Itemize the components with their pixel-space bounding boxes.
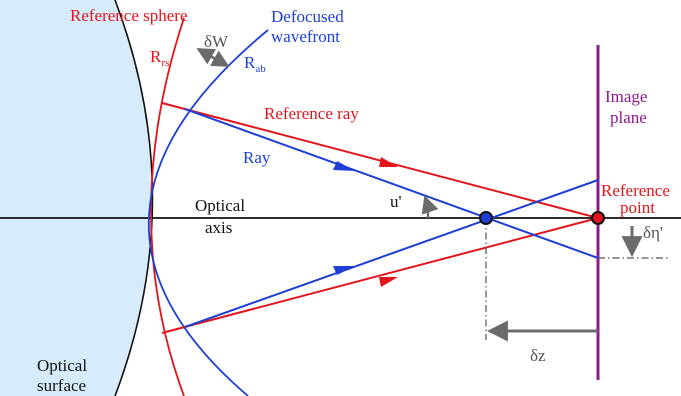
r-ab-subscript: ab	[255, 63, 266, 75]
wavefront-label: wavefront	[271, 27, 340, 46]
optical-surface-label-line1: Optical	[37, 356, 87, 375]
delta-z-label: δz	[530, 346, 546, 365]
ray-lower	[184, 179, 599, 328]
image-plane-label-line2: plane	[610, 108, 647, 127]
ray-upper	[184, 108, 599, 259]
optical-axis-label-line1: Optical	[195, 196, 245, 215]
delta-w-label: δW	[204, 32, 229, 51]
r-rs-subscript: rs	[161, 57, 169, 69]
u-prime-angle-arc	[421, 195, 439, 219]
optical-surface-label-line2: surface	[37, 376, 86, 395]
reference-ray-lower	[161, 217, 599, 334]
reference-ray-upper-arrow	[379, 157, 398, 167]
optical-surface-edge	[114, 0, 154, 396]
reference-point-marker	[591, 211, 605, 225]
r-rs-main: R	[150, 47, 162, 66]
reference-ray-lower-arrow	[379, 277, 398, 287]
optical-surface	[0, 0, 153, 396]
reference-point-label-line1: Reference	[601, 181, 670, 200]
ray-lower-arrow	[333, 266, 355, 275]
defocused-wavefront-arc	[147, 29, 269, 396]
defocused-focus-point	[479, 211, 493, 225]
defocused-label: Defocused	[271, 7, 344, 26]
reference-sphere-arc	[150, 17, 185, 396]
reference-point-label-line2: point	[620, 198, 655, 217]
image-plane-label-line1: Image	[605, 87, 647, 106]
ray-label: Ray	[243, 148, 271, 167]
reference-ray-label: Reference ray	[264, 104, 359, 123]
u-prime-label: u'	[390, 192, 402, 211]
r-ab-label: Rab	[244, 53, 266, 75]
ray-upper-arrow	[333, 161, 355, 171]
reference-ray-upper	[161, 102, 599, 219]
optical-axis-label-line2: axis	[205, 218, 232, 237]
r-rs-label: Rrs	[150, 47, 169, 69]
delta-eta-label: δη'	[643, 223, 663, 242]
r-ab-main: R	[244, 53, 256, 72]
reference-sphere-label: Reference sphere	[70, 6, 188, 25]
delta-w-arrow	[196, 47, 230, 68]
